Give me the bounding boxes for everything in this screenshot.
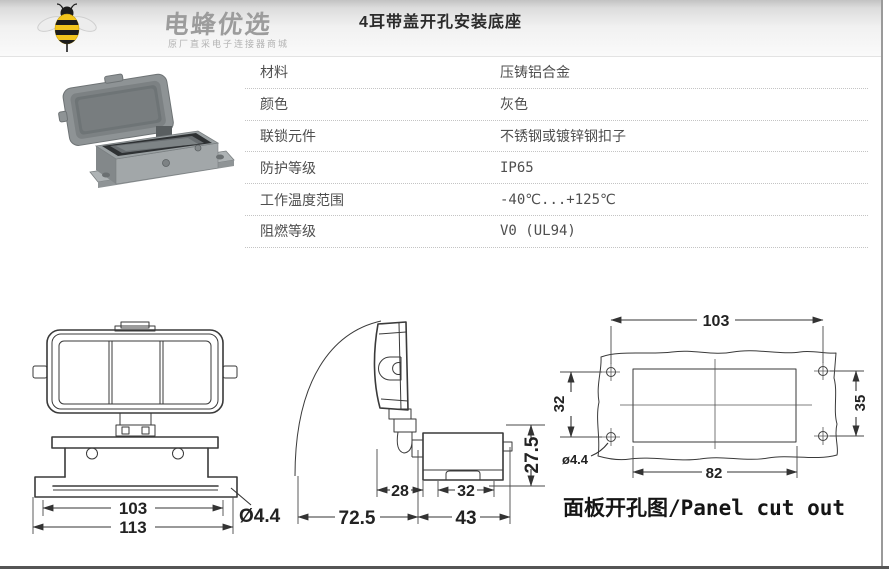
panel-holes — [602, 362, 832, 446]
spec-value: -40℃...+125℃ — [500, 191, 616, 208]
dim-panel-32: 32 — [551, 396, 568, 413]
site-header: 电蜂优选 原厂直采电子连接器商城 4耳带盖开孔安装底座 — [0, 0, 881, 57]
dim-side-43: 43 — [455, 508, 476, 529]
dim-side-27-5: 27.5 — [522, 436, 543, 473]
page-bottom-border — [0, 566, 889, 569]
spec-value: V0 (UL94) — [500, 223, 576, 240]
dim-side-28: 28 — [391, 483, 409, 500]
side-view-drawing: 28 32 72.5 43 27.5 — [294, 320, 545, 529]
brand-tagline: 原厂直采电子连接器商城 — [168, 39, 290, 49]
dim-front-113: 113 — [119, 518, 146, 537]
dim-front-hole-dia: Ø4.4 — [239, 506, 281, 527]
dim-panel-103: 103 — [703, 313, 730, 330]
bee-icon — [37, 3, 97, 52]
spec-row-protection: 防护等级 IP65 — [245, 152, 868, 185]
page-right-border — [881, 0, 883, 569]
photo-base — [89, 130, 235, 188]
spec-value: 不锈钢或镀锌钢扣子 — [500, 128, 626, 145]
panel-cutout-drawing: 103 32 35 82 ø4.4 — [551, 313, 869, 482]
spec-label: 颜色 — [260, 96, 288, 113]
spec-value: 压铸铝合金 — [500, 65, 570, 82]
dim-panel-hole-dia: ø4.4 — [562, 452, 589, 467]
dim-panel-35: 35 — [852, 395, 869, 412]
spec-label: 联锁元件 — [260, 127, 316, 144]
front-view-drawing: 103 113 Ø4.4 — [32, 321, 281, 537]
spec-table: 材料 压铸铝合金 颜色 灰色 联锁元件 不锈钢或镀锌钢扣子 防护等级 IP65 … — [245, 57, 868, 248]
spec-value: IP65 — [500, 159, 534, 176]
panel-cutout-caption: 面板开孔图/Panel cut out — [563, 496, 846, 520]
spec-row-material: 材料 压铸铝合金 — [245, 57, 868, 89]
dim-side-32: 32 — [457, 483, 475, 500]
dim-side-72-5: 72.5 — [339, 508, 376, 529]
spec-value: 灰色 — [500, 97, 528, 114]
photo-lid — [58, 73, 174, 146]
spec-row-color: 颜色 灰色 — [245, 89, 868, 121]
product-photo — [58, 73, 235, 188]
spec-label: 工作温度范围 — [260, 191, 344, 208]
page-title: 4耳带盖开孔安装底座 — [359, 14, 522, 31]
spec-row-interlock: 联锁元件 不锈钢或镀锌钢扣子 — [245, 121, 868, 153]
spec-row-flammability: 阻燃等级 V0 (UL94) — [245, 216, 868, 248]
spec-label: 材料 — [260, 64, 288, 81]
dim-panel-82: 82 — [706, 465, 723, 482]
spec-label: 防护等级 — [260, 159, 316, 176]
dim-front-103: 103 — [119, 499, 147, 518]
spec-row-temperature: 工作温度范围 -40℃...+125℃ — [245, 184, 868, 216]
spec-label: 阻燃等级 — [260, 223, 316, 240]
